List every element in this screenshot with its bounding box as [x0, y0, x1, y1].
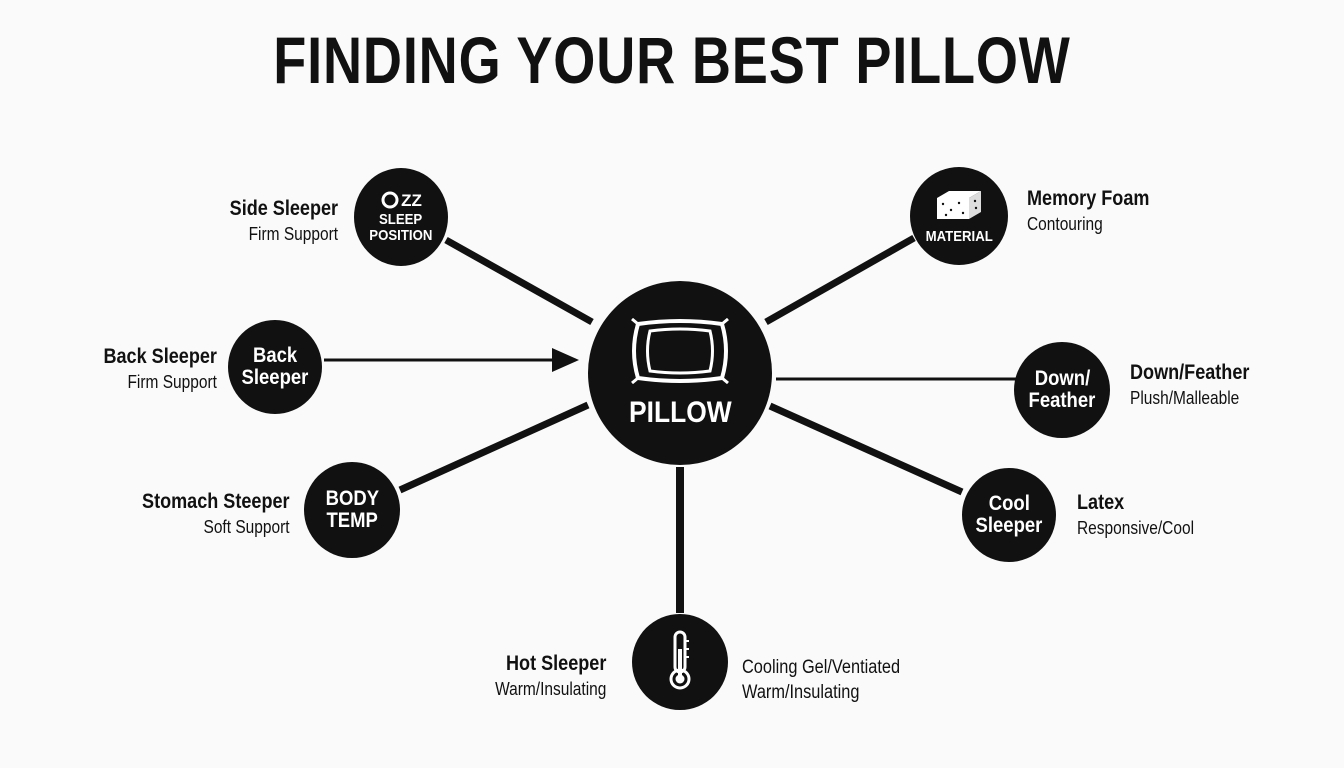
hot-sleeper-heading: Hot Sleeper [505, 652, 606, 675]
thermometer-node [632, 614, 728, 710]
sleep-position-line1: SLEEP [379, 211, 423, 229]
memory-foam-label: Memory Foam Contouring [1027, 187, 1169, 235]
stomach-sleeper-heading: Stomach Steeper [142, 490, 290, 513]
side-sleeper-label: Side Sleeper Firm Support [212, 197, 338, 245]
stomach-sleeper-label: Stomach Steeper Soft Support [118, 490, 290, 538]
page-title: FINDING YOUR BEST PILLOW [273, 23, 1071, 97]
cool-node-line1: Cool [988, 491, 1030, 515]
back-node-line1: Back [252, 343, 298, 367]
connector-cool-sleeper [768, 402, 964, 496]
memory-foam-sub: Contouring [1027, 214, 1103, 234]
latex-sub: Responsive/Cool [1077, 518, 1195, 538]
memory-foam-heading: Memory Foam [1027, 187, 1150, 210]
down-node-line2: Feather [1028, 389, 1096, 412]
down-node-line1: Down/ [1034, 366, 1090, 390]
cooling-gel-sub: Warm/Insulating [742, 682, 860, 703]
sleep-zzz-icon: ZZ [380, 190, 422, 210]
latex-label: Latex Responsive/Cool [1077, 491, 1213, 539]
pillow-hub: PILLOW [588, 281, 772, 465]
back-sleeper-sub: Firm Support [127, 372, 217, 392]
pillow-icon [630, 317, 730, 391]
down-feather-label: Down/Feather Plush/Malleable [1130, 361, 1269, 409]
down-feather-sub: Plush/Malleable [1130, 388, 1240, 408]
body-temp-line1: BODY [325, 486, 379, 510]
back-sleeper-node: Back Sleeper [228, 320, 322, 414]
connector-material [764, 234, 916, 326]
cooling-gel-label: Cooling Gel/Ventiated Warm/Insulating [742, 657, 926, 704]
back-sleeper-label: Back Sleeper Firm Support [85, 345, 217, 393]
cool-sleeper-node: Cool Sleeper [962, 468, 1056, 562]
back-sleeper-heading: Back Sleeper [103, 345, 217, 368]
sleep-position-line2: POSITION [369, 227, 433, 244]
back-node-line2: Sleeper [241, 366, 309, 389]
connector-sleep-position [444, 236, 594, 326]
zzz-text: ZZ [401, 191, 422, 211]
foam-block-icon [931, 188, 987, 226]
down-feather-heading: Down/Feather [1130, 361, 1250, 384]
material-label: MATERIAL [925, 227, 993, 245]
hot-sleeper-sub: Warm/Insulating [494, 679, 606, 699]
connector-body-temp [398, 401, 590, 494]
latex-heading: Latex [1077, 491, 1125, 514]
stomach-sleeper-sub: Soft Support [203, 517, 290, 537]
cooling-gel-heading: Cooling Gel/Ventiated [742, 657, 901, 678]
side-sleeper-sub: Firm Support [248, 224, 338, 244]
sleep-position-node: ZZ SLEEP POSITION [354, 168, 448, 266]
cool-node-line2: Sleeper [975, 514, 1043, 537]
body-temp-line2: TEMP [326, 509, 378, 532]
body-temp-node: BODY TEMP [304, 462, 400, 558]
material-node: MATERIAL [910, 167, 1008, 265]
hub-label: PILLOW [628, 395, 732, 429]
thermometer-icon [665, 629, 695, 696]
down-feather-node: Down/ Feather [1014, 342, 1110, 438]
side-sleeper-heading: Side Sleeper [229, 197, 338, 220]
hot-sleeper-label: Hot Sleeper Warm/Insulating [477, 652, 606, 700]
